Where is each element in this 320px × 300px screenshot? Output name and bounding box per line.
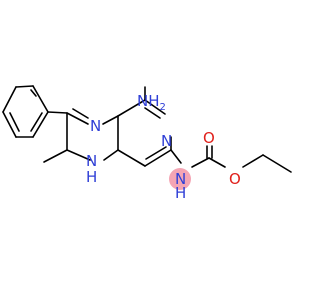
nh2-label: NH2 [137, 92, 166, 113]
nh-ring-bottom-label: H [86, 168, 97, 186]
highlight-nh-amide [169, 168, 191, 190]
molecule-canvas: NH2 N N H N N H O O [2, 85, 292, 202]
phenyl-ring [2, 85, 49, 138]
n-ring-right-label: N [161, 132, 172, 150]
bond-phenyl-c3 [47, 111, 68, 114]
nh-amide-h: H [175, 184, 186, 202]
pyridine-ring [117, 99, 172, 167]
nh-ring-bottom-n: N [86, 152, 97, 170]
bond-c7-nh [170, 149, 182, 164]
molecule-structure: NH2 N N H N N H O O [2, 85, 292, 202]
nh-amide-n: N [175, 170, 186, 188]
carbamate-group [191, 145, 292, 173]
n-ring-left-label: N [90, 117, 101, 135]
pyrazine-ring [66, 108, 119, 161]
o-ester-label: O [229, 170, 241, 188]
o-carbonyl-label: O [203, 129, 215, 147]
bond-methyl [43, 149, 68, 163]
